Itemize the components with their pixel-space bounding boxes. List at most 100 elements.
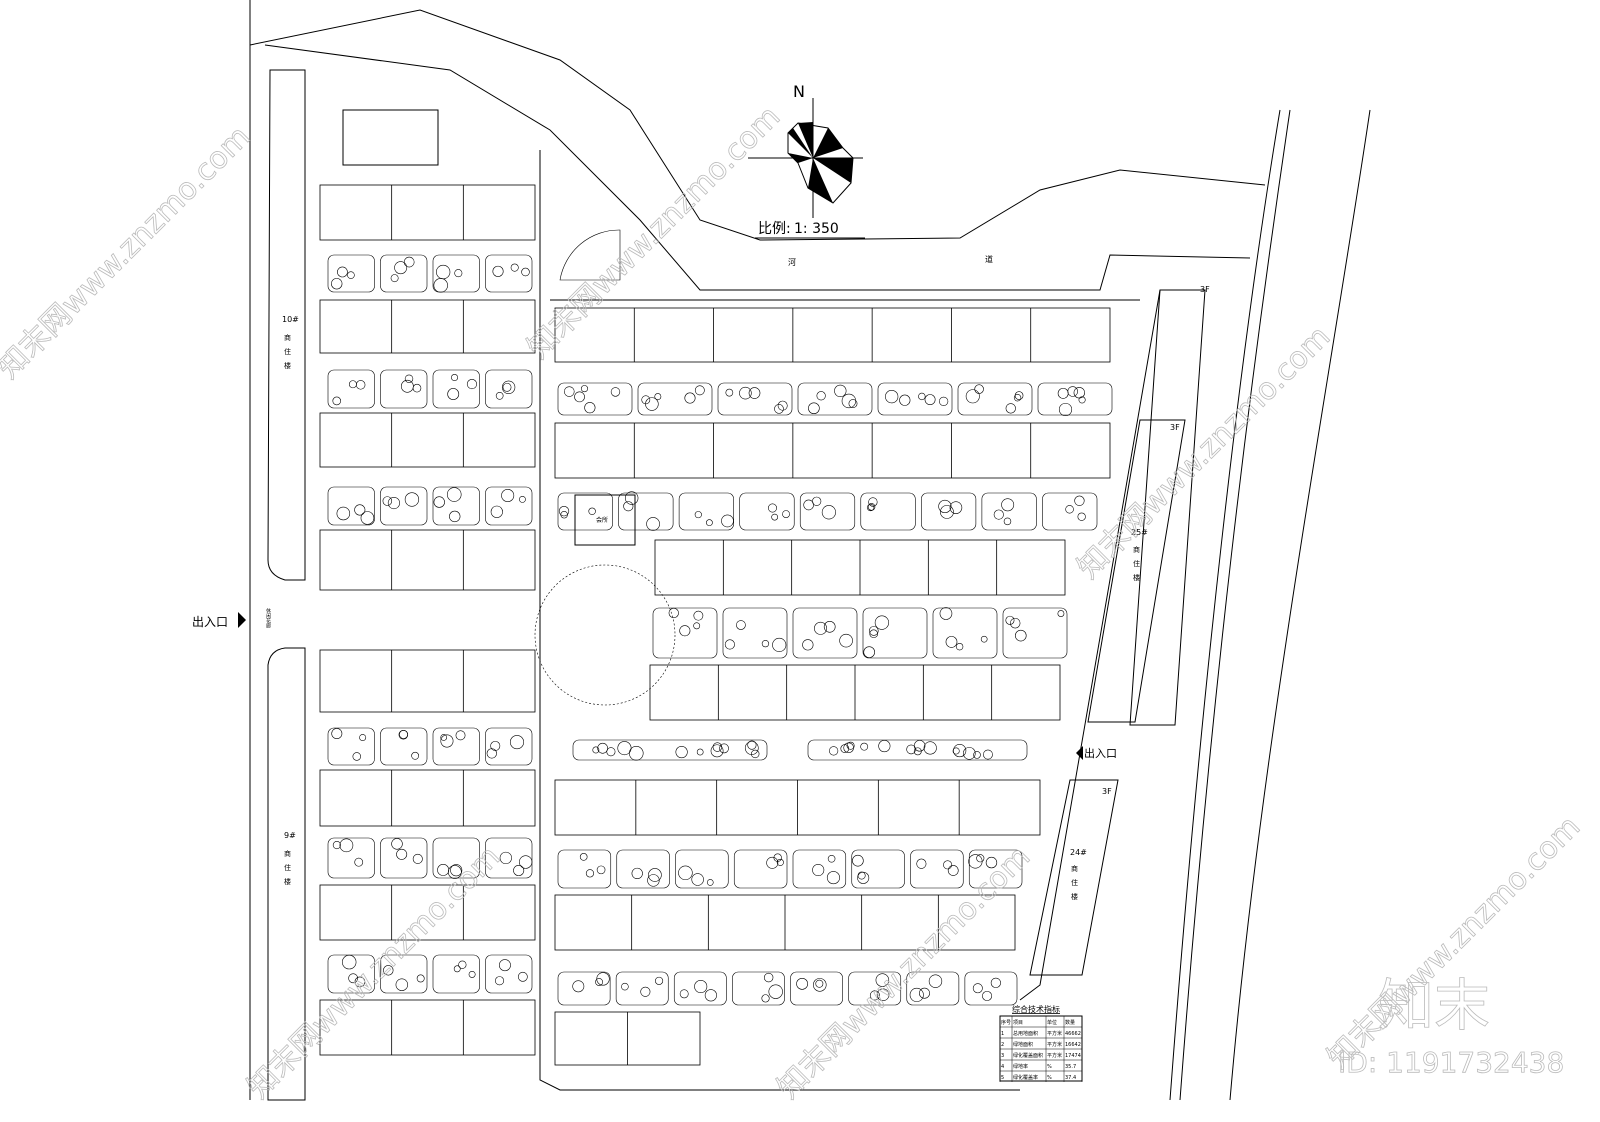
tree-symbol	[860, 742, 869, 751]
tree-symbol	[949, 501, 963, 514]
clubhouse-label: 会所	[596, 516, 608, 524]
watermark-site-4: 知末网www.znzmo.com	[241, 839, 507, 1105]
table-cell: 平方米	[1047, 1041, 1062, 1048]
garden-bed	[792, 849, 847, 889]
tree-symbol	[390, 274, 399, 283]
tree-symbol	[519, 855, 533, 869]
tree-symbol	[1013, 394, 1022, 402]
tree-symbol	[1057, 387, 1069, 399]
tree-symbol	[499, 851, 512, 865]
scale-value: 1: 350	[794, 221, 839, 237]
tree-symbol	[724, 639, 735, 650]
garden-bed	[615, 971, 669, 1006]
building-9-label-4: 楼	[284, 877, 291, 886]
tree-symbol	[710, 744, 724, 758]
tree-symbol	[396, 848, 408, 860]
tree-symbol	[404, 374, 414, 384]
watermark-brand: 知末	[1378, 974, 1490, 1039]
tree-symbol	[400, 379, 414, 393]
tree-symbol	[777, 400, 788, 411]
tree-symbol	[696, 748, 704, 756]
garden-bed	[327, 369, 375, 409]
tree-symbol	[447, 388, 460, 400]
tree-symbol	[347, 271, 355, 279]
tree-symbol	[913, 740, 926, 752]
tree-symbol	[332, 841, 341, 850]
tree-symbol	[509, 735, 525, 750]
river-label-2: 道	[985, 254, 993, 264]
garden-bed	[910, 849, 964, 889]
tree-symbol	[1015, 629, 1027, 642]
tree-symbol	[834, 384, 847, 398]
table-cell: 4	[1001, 1064, 1004, 1070]
tree-symbol	[813, 978, 827, 992]
tree-symbol	[621, 982, 629, 991]
tree-symbol	[498, 959, 511, 972]
garden-bed	[380, 254, 428, 293]
tree-symbol	[928, 974, 943, 988]
tree-symbol	[331, 278, 343, 290]
tree-symbol	[655, 976, 664, 985]
garden-bed	[1042, 492, 1098, 531]
road-right-1	[1169, 109, 1281, 1101]
tree-symbol	[863, 646, 875, 658]
tree-symbol	[943, 860, 953, 870]
tree-symbol	[983, 749, 993, 760]
building-25	[1087, 419, 1186, 723]
table-cell: 3	[1001, 1053, 1004, 1059]
tree-symbol	[606, 747, 616, 757]
table-cell: %	[1047, 1075, 1052, 1081]
garden-bed	[485, 369, 533, 409]
tree-symbol	[763, 972, 774, 983]
garden-bed	[557, 492, 613, 531]
building-25-label-2: 商	[1133, 545, 1140, 554]
tree-symbol	[866, 503, 875, 512]
garden-bed	[733, 849, 788, 889]
tree-symbol	[719, 743, 729, 754]
tree-symbol	[647, 874, 660, 887]
tree-symbol	[848, 399, 858, 408]
tree-symbol	[617, 741, 632, 756]
tree-symbol	[814, 621, 827, 635]
tree-symbol	[823, 620, 836, 633]
tree-symbol	[980, 635, 988, 643]
tree-symbol	[1009, 617, 1021, 629]
garden-bed	[327, 486, 375, 526]
watermark-id: ID: 1191732438	[1338, 1046, 1564, 1079]
entrance-arrow-west-icon	[238, 612, 246, 628]
tree-symbol	[839, 633, 853, 648]
tree-symbol	[909, 987, 924, 1002]
garden-bed	[485, 727, 533, 766]
building-25-label-4: 楼	[1133, 573, 1140, 582]
tree-symbol	[868, 497, 878, 507]
watermark-site-5: 知末网www.znzmo.com	[771, 839, 1037, 1105]
road-right-2	[1229, 109, 1371, 1101]
tree-symbol	[564, 386, 575, 397]
tree-symbol	[572, 980, 585, 993]
table-cell: 1	[1001, 1031, 1004, 1037]
table-cell: 16642	[1065, 1042, 1081, 1048]
tree-symbol	[771, 513, 779, 521]
tree-symbol	[468, 970, 476, 978]
table-cell: 绿地面积	[1013, 1041, 1033, 1048]
garden-bed	[673, 971, 727, 1006]
tree-symbol	[761, 639, 770, 648]
tree-symbol	[982, 990, 993, 1001]
tree-symbol	[968, 854, 983, 869]
tree-symbol	[826, 871, 840, 885]
garden-bed	[739, 492, 795, 531]
residential-row	[319, 769, 536, 827]
garden-bed	[327, 837, 375, 879]
scale-label: 比例:	[758, 221, 791, 237]
building-24-label-2: 商	[1071, 864, 1078, 873]
tree-symbol	[394, 261, 408, 275]
tree-symbol	[440, 734, 454, 748]
tree-symbol	[629, 746, 644, 761]
tree-symbol	[985, 856, 998, 869]
tree-symbol	[510, 263, 519, 272]
river-bank-upper	[249, 0, 1266, 241]
tree-symbol	[705, 519, 713, 527]
tree-symbol	[869, 990, 880, 1001]
floors-label-2: 3F	[1170, 423, 1180, 432]
garden-bed	[797, 382, 873, 416]
